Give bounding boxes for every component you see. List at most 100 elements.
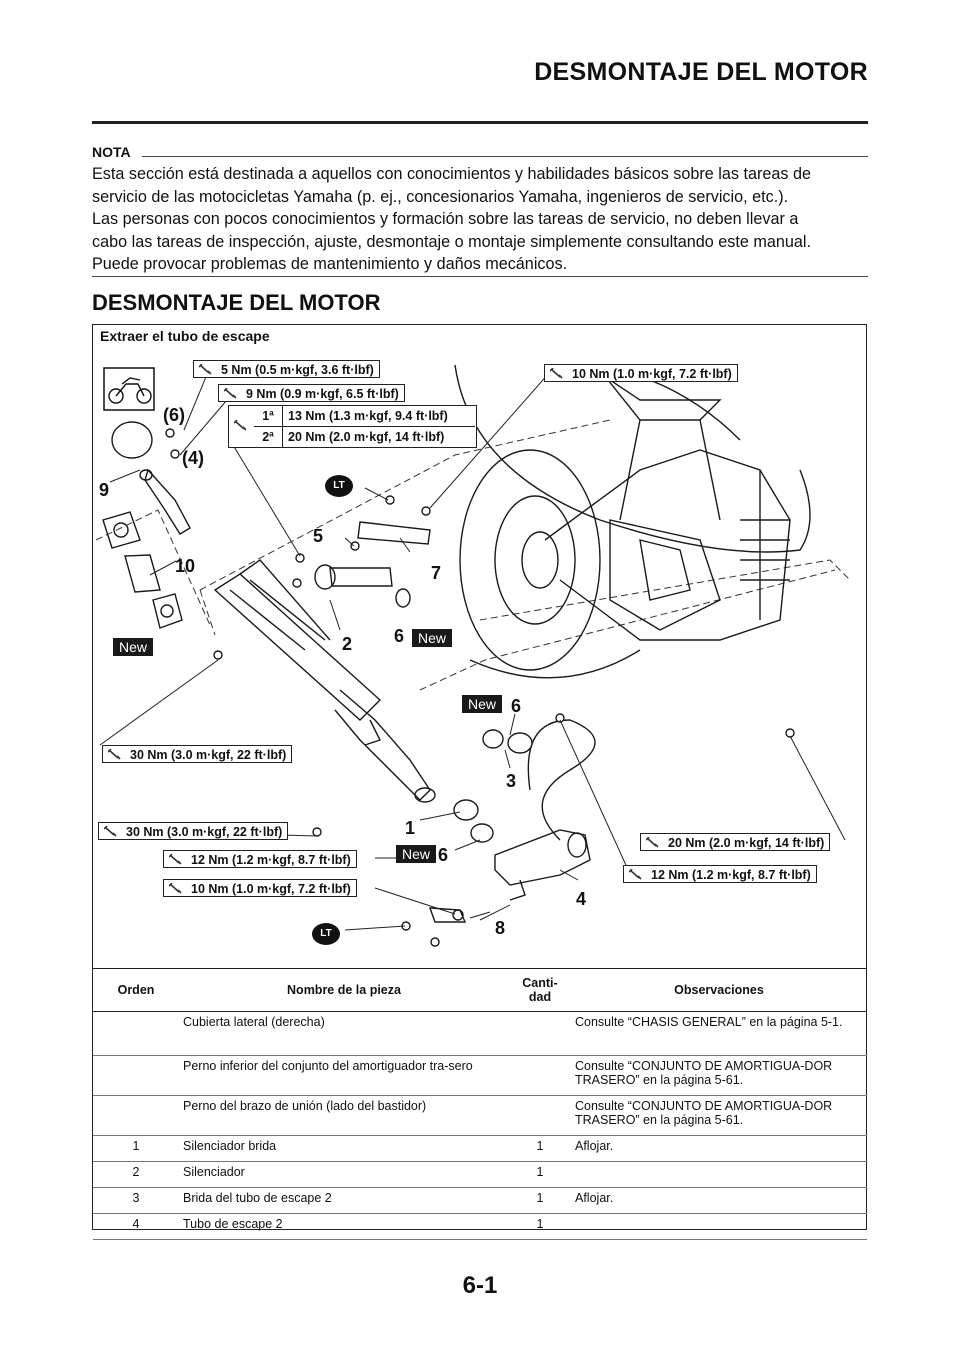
part-callout: 6 <box>394 626 405 646</box>
part-callout: 3 <box>506 771 517 791</box>
cell-qty <box>509 1055 571 1096</box>
cell-qty: 1 <box>509 1187 571 1214</box>
diagram-title: Extraer el tubo de escape <box>100 328 270 344</box>
part-callout: 6 <box>511 696 522 716</box>
torque-wrench-icon <box>234 420 247 431</box>
header-rule <box>92 121 868 124</box>
cell-notes: Consulte “CHASIS GENERAL” en la página 5… <box>571 1011 867 1056</box>
torque-value: 10 Nm (1.0 m·kgf, 7.2 ft·lbf) <box>572 367 732 381</box>
table-row: 2 Silenciador 1 <box>93 1161 867 1188</box>
torque-step-value: 20 Nm (2.0 m·kgf, 14 ft·lbf) <box>288 430 445 444</box>
cell-name: Tubo de escape 2 <box>179 1213 509 1240</box>
parts-table: Orden Nombre de la pieza Canti-dad Obser… <box>93 968 867 1240</box>
part-callout: 4 <box>576 889 587 909</box>
loctite-icon: LT <box>312 923 340 945</box>
cell-order <box>93 1055 179 1096</box>
torque-value: 30 Nm (3.0 m·kgf, 22 ft·lbf) <box>126 825 283 839</box>
table-row: Perno inferior del conjunto del amortigu… <box>93 1055 867 1096</box>
note-rule-top <box>142 156 868 157</box>
cell-order: 3 <box>93 1187 179 1214</box>
section-title: DESMONTAJE DEL MOTOR <box>92 290 381 315</box>
torque-label: 30 Nm (3.0 m·kgf, 22 ft·lbf) <box>102 745 293 763</box>
part-callout: 6 <box>438 845 449 865</box>
torque-wrench-icon <box>169 854 182 865</box>
cell-qty: 1 <box>509 1213 571 1240</box>
new-part-tag: New <box>396 845 437 863</box>
table-header-row: Orden Nombre de la pieza Canti-dad Obser… <box>93 968 867 1012</box>
note-line: servicio de las motocicletas Yamaha (p. … <box>92 187 789 206</box>
torque-wrench-icon <box>646 837 659 848</box>
cell-name: Silenciador <box>179 1161 509 1188</box>
cell-name: Perno del brazo de unión (lado del basti… <box>179 1095 509 1136</box>
part-callout: 10 <box>175 556 196 576</box>
torque-step-value: 13 Nm (1.3 m·kgf, 9.4 ft·lbf) <box>288 409 448 423</box>
torque-value: 5 Nm (0.5 m·kgf, 3.6 ft·lbf) <box>221 363 374 377</box>
cell-order <box>93 1011 179 1056</box>
torque-wrench-icon <box>629 869 642 880</box>
exhaust-exploded-diagram <box>95 364 851 947</box>
part-callout: (6) <box>163 405 185 425</box>
cell-notes: Consulte “CONJUNTO DE AMORTIGUA-DOR TRAS… <box>571 1095 867 1136</box>
new-part-tag: New <box>113 638 154 656</box>
torque-value: 12 Nm (1.2 m·kgf, 8.7 ft·lbf) <box>191 853 351 867</box>
torque-value: 9 Nm (0.9 m·kgf, 6.5 ft·lbf) <box>246 387 399 401</box>
note-rule-bottom <box>92 276 868 277</box>
torque-step-order: 1ª <box>254 406 283 426</box>
torque-step-row: 1ª 13 Nm (1.3 m·kgf, 9.4 ft·lbf) <box>254 406 475 427</box>
torque-label: 30 Nm (3.0 m·kgf, 22 ft·lbf) <box>98 822 289 840</box>
torque-wrench-icon <box>108 749 121 760</box>
part-callout: 5 <box>313 526 324 546</box>
cell-order: 4 <box>93 1213 179 1240</box>
col-qty-header: Canti-dad <box>509 968 571 1012</box>
torque-wrench-icon <box>199 364 212 375</box>
cell-name: Silenciador brida <box>179 1135 509 1162</box>
torque-wrench-icon <box>224 388 237 399</box>
cell-qty <box>509 1095 571 1136</box>
new-part-tag: New <box>412 629 453 647</box>
cell-qty: 1 <box>509 1161 571 1188</box>
table-row: 1 Silenciador brida 1 Aflojar. <box>93 1135 867 1162</box>
torque-wrench-icon <box>169 883 182 894</box>
cell-qty: 1 <box>509 1135 571 1162</box>
cell-name: Brida del tubo de escape 2 <box>179 1187 509 1214</box>
cell-qty <box>509 1011 571 1056</box>
torque-label: 12 Nm (1.2 m·kgf, 8.7 ft·lbf) <box>163 850 357 868</box>
torque-label: 5 Nm (0.5 m·kgf, 3.6 ft·lbf) <box>193 360 380 378</box>
note-line: Puede provocar problemas de mantenimient… <box>92 255 568 274</box>
torque-label: 9 Nm (0.9 m·kgf, 6.5 ft·lbf) <box>218 384 405 402</box>
note-line: Las personas con pocos conocimientos y f… <box>92 210 799 229</box>
cell-name: Cubierta lateral (derecha) <box>179 1011 509 1056</box>
torque-value: 20 Nm (2.0 m·kgf, 14 ft·lbf) <box>668 836 825 850</box>
part-callout: 1 <box>405 818 416 838</box>
note-line: Esta sección está destinada a aquellos c… <box>92 165 811 183</box>
cell-order <box>93 1095 179 1136</box>
cell-notes: Consulte “CONJUNTO DE AMORTIGUA-DOR TRAS… <box>571 1055 867 1096</box>
torque-value: 12 Nm (1.2 m·kgf, 8.7 ft·lbf) <box>651 868 811 882</box>
torque-wrench-icon <box>104 826 117 837</box>
two-step-torque-box: 1ª 13 Nm (1.3 m·kgf, 9.4 ft·lbf) 2ª 20 N… <box>228 405 477 448</box>
torque-wrench-icon <box>550 368 563 379</box>
note-label: NOTA <box>92 144 131 160</box>
torque-label: 10 Nm (1.0 m·kgf, 7.2 ft·lbf) <box>163 879 357 897</box>
loctite-icon: LT <box>325 475 353 497</box>
part-callout: 7 <box>431 563 442 583</box>
cell-notes: Aflojar. <box>571 1135 867 1162</box>
torque-label: 12 Nm (1.2 m·kgf, 8.7 ft·lbf) <box>623 865 817 883</box>
cell-notes <box>571 1161 867 1188</box>
col-qty-header-line: Canti- <box>522 976 558 990</box>
torque-value: 10 Nm (1.0 m·kgf, 7.2 ft·lbf) <box>191 882 351 896</box>
cell-notes <box>571 1213 867 1240</box>
cell-order: 1 <box>93 1135 179 1162</box>
table-row: 3 Brida del tubo de escape 2 1 Aflojar. <box>93 1187 867 1214</box>
cell-notes: Aflojar. <box>571 1187 867 1214</box>
col-order-header: Orden <box>93 968 179 1012</box>
new-part-tag: New <box>462 695 503 713</box>
page-number: 6-1 <box>462 1272 498 1299</box>
page-header-title: DESMONTAJE DEL MOTOR <box>534 58 868 86</box>
cell-name: Perno inferior del conjunto del amortigu… <box>179 1055 509 1096</box>
part-callout: 8 <box>495 918 506 938</box>
torque-step-row: 2ª 20 Nm (2.0 m·kgf, 14 ft·lbf) <box>254 427 475 447</box>
table-row: Cubierta lateral (derecha) Consulte “CHA… <box>93 1011 867 1056</box>
cell-order: 2 <box>93 1161 179 1188</box>
torque-value: 30 Nm (3.0 m·kgf, 22 ft·lbf) <box>130 748 287 762</box>
